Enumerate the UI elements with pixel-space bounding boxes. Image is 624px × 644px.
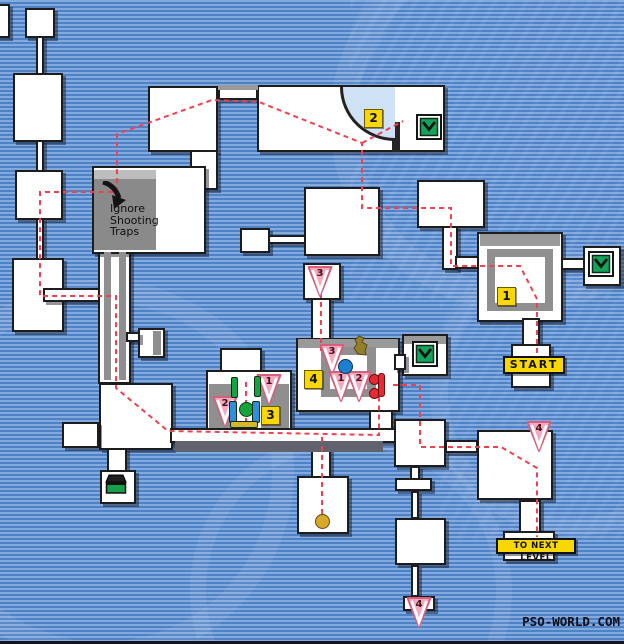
svg-text:3: 3 <box>317 268 324 279</box>
trap-note-arrow-icon <box>102 181 126 209</box>
key-item-icon <box>353 335 368 356</box>
map-room <box>220 348 262 372</box>
map-room <box>43 288 105 302</box>
wall-shading <box>119 252 126 380</box>
svg-text:2: 2 <box>222 398 229 409</box>
map-room <box>311 298 331 340</box>
warp-arrow-icon: 1 <box>256 374 282 405</box>
wall-shading <box>218 85 258 90</box>
map-room <box>394 419 446 467</box>
map-room <box>411 565 419 597</box>
item-box-icon <box>105 474 127 494</box>
warp-arrow-icon: 2 <box>346 371 372 402</box>
trap-note-line: Traps <box>110 225 140 238</box>
switch-bar <box>229 401 237 423</box>
laser-barrier-icon <box>378 373 385 397</box>
map-room <box>107 448 127 472</box>
map-room <box>98 248 131 384</box>
map-room <box>519 500 541 534</box>
trap-note-line: Ignore <box>110 202 145 215</box>
map-room <box>394 354 406 370</box>
map-room <box>62 422 99 448</box>
warp-arrow-icon: 3 <box>319 344 345 375</box>
warp-arrow-icon: 4 <box>526 421 552 452</box>
map-room <box>445 440 478 453</box>
svg-text:3: 3 <box>329 346 336 357</box>
map-room <box>25 8 55 38</box>
map-room <box>126 332 140 342</box>
map-room <box>411 491 419 519</box>
teleporter-icon <box>588 251 614 277</box>
switch-bar <box>252 401 260 423</box>
floor-button-blue <box>338 359 353 374</box>
switch-bar <box>231 377 238 398</box>
map-room <box>395 478 432 491</box>
room-number-marker: 4 <box>304 370 323 389</box>
svg-text:1: 1 <box>266 376 273 387</box>
next-level-label: TO NEXT LEVEL <box>496 538 576 563</box>
map-room <box>15 170 63 220</box>
switch-bar <box>230 421 258 428</box>
svg-text:4: 4 <box>416 599 423 610</box>
floor-button-gold <box>315 514 330 529</box>
warp-arrow-icon: 3 <box>307 266 333 297</box>
wall-shading <box>480 234 560 246</box>
svg-text:1: 1 <box>338 373 345 384</box>
map-room <box>0 4 10 38</box>
map-room <box>36 218 44 260</box>
wall-shading <box>94 170 156 179</box>
trap-note-line: Shooting <box>110 213 159 227</box>
room-number-marker: 3 <box>261 406 280 425</box>
map-room <box>417 180 485 228</box>
map-room <box>268 235 306 244</box>
start-label: START <box>503 356 565 374</box>
map-room <box>369 410 393 430</box>
map-room <box>395 518 446 565</box>
map-room <box>36 140 44 172</box>
room-number-marker: 1 <box>497 287 516 306</box>
trap-note: Ignore Shooting Traps <box>110 203 159 238</box>
svg-text:2: 2 <box>356 373 363 384</box>
svg-text:4: 4 <box>536 423 543 434</box>
watermark: PSO-WORLD.COM <box>522 614 620 629</box>
map-room <box>304 187 380 256</box>
warp-arrow-icon: 4 <box>406 597 432 628</box>
map-room <box>561 258 585 270</box>
map-room <box>13 73 63 142</box>
map-room <box>240 228 270 253</box>
wall-shading <box>104 252 111 380</box>
switch-bar <box>254 376 261 397</box>
wall-shading <box>153 331 161 355</box>
teleporter-icon <box>416 114 442 140</box>
teleporter-icon <box>412 341 438 367</box>
map-room <box>36 36 44 76</box>
map-room <box>99 383 173 450</box>
wall-shading <box>175 441 383 452</box>
room-number-marker: 2 <box>364 109 383 128</box>
map-room <box>148 86 218 152</box>
